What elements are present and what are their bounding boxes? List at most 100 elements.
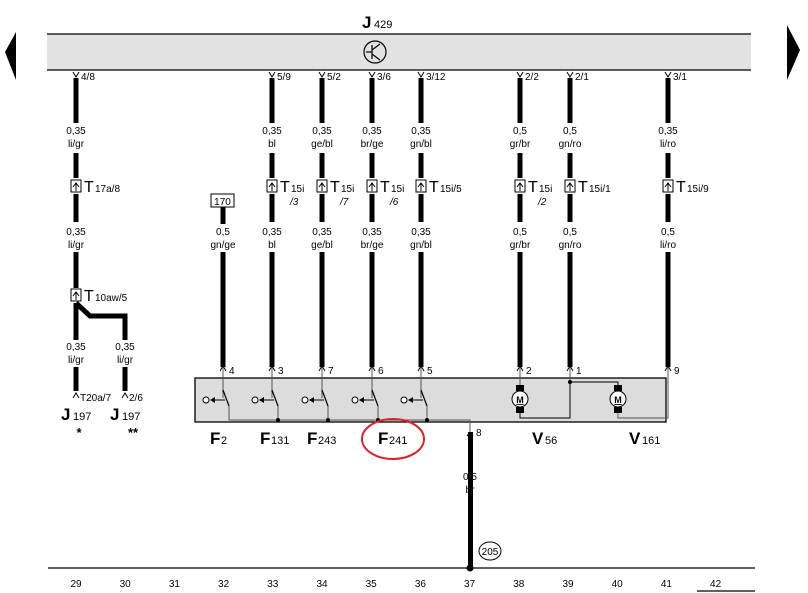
component-sub: 243 [318,435,336,447]
connector-sub: 15i/5 [440,184,462,195]
ref-box-170[interactable]: 170 [210,193,235,208]
wire-segment [418,78,424,123]
wire-color: ge/bl [311,240,333,251]
wire-color: ge/bl [311,139,333,150]
wire-segment [73,367,79,391]
wire-color: gn/ge [210,240,235,251]
wire-segment [319,194,325,222]
wire-size: 0,35 [262,126,282,137]
track-number: 38 [513,579,525,590]
wire-segment [567,252,573,367]
wire-segment [665,194,671,222]
wire-segment [369,78,375,123]
title-sub: 429 [374,19,392,31]
wire-size: 0,5 [513,126,527,137]
wire-segment [418,194,424,222]
next-page-icon[interactable] [787,25,800,80]
wire-branch [73,301,128,340]
switch-icon [301,389,329,413]
wire-segment [665,252,671,367]
component-sub: 56 [545,435,557,447]
component-sub: 2 [221,435,227,447]
pin-label: 3/1 [673,72,687,83]
switch-icon [351,389,379,413]
component-name: F [378,429,388,448]
ground-ref[interactable]: 205 [478,541,502,561]
connector-sub2: /7 [339,197,349,208]
module-pin-label: 5 [427,366,433,377]
ref-box-label: 170 [214,197,231,208]
connector-main: T [84,288,94,305]
component-name: J [110,405,119,424]
connector-main: T [380,179,390,196]
wire-size: 0,35 [312,227,332,238]
prev-page-icon[interactable] [5,32,16,80]
module-pin-label: 6 [378,366,384,377]
wire-segment [319,78,325,123]
junction-dot [568,380,572,384]
j197-pin: 2/6 [129,393,143,404]
wire-color: br/ge [361,139,384,150]
wire-segment [73,194,79,222]
j197-pin: T20a/7 [80,393,112,404]
pin-arrow-icon [219,365,227,372]
page-title: J 429 [362,13,392,32]
module-pin-label: 9 [674,366,680,377]
pin-arrow-icon [268,71,276,78]
track-number: 30 [120,579,132,590]
wire-size: 0,35 [312,126,332,137]
wire-size: 0,35 [411,126,431,137]
module-pin-label: 8 [476,428,482,439]
pin-arrow-icon [318,71,326,78]
wire-segment [567,78,573,123]
wire-segment [319,153,325,178]
title-main: J [362,13,371,32]
wire-size: 0,35 [262,227,282,238]
track-number: 42 [710,579,722,590]
component-sub: 131 [271,435,289,447]
connector-main: T [676,179,686,196]
wire-segment [220,252,226,367]
wire-segment [269,194,275,222]
pin-arrow-icon [268,365,276,372]
pin-label: 5/2 [327,72,341,83]
connector-sub: 15i [391,184,404,195]
control-unit-bar[interactable] [47,34,751,70]
connector-main: T [84,179,94,196]
component-sub: 241 [389,435,407,447]
wire-size: 0,5 [661,227,675,238]
component-name: V [629,429,641,448]
component-sub: 161 [642,435,660,447]
wire-size: 0,35 [66,227,86,238]
wire-segment [319,252,325,367]
wire-size: 0,35 [362,126,382,137]
track-number: 39 [562,579,574,590]
connector-sub: 15i/9 [687,184,709,195]
component-name: V [532,429,544,448]
wire-size: 0,35 [658,126,678,137]
wire-segment [73,153,79,178]
motor-wiring [519,381,619,419]
wire-segment [517,78,523,123]
pin-arrow-icon [318,365,326,372]
motor-icon: M [511,385,529,413]
pin-arrow-icon [566,365,574,372]
